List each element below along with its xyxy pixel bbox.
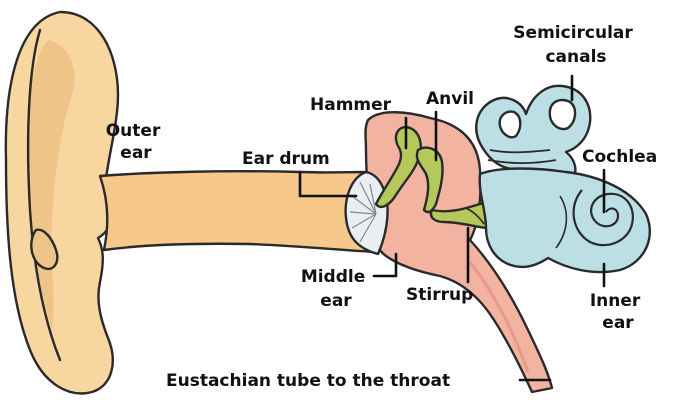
label-middle-ear: Middle ear [301,267,371,311]
label-inner-ear: Inner ear [590,291,646,333]
label-stirrup: Stirrup [406,285,473,305]
label-semicircular-canals: Semicircular canals [513,23,638,67]
inner-ear-shape [476,86,650,272]
label-outer-ear: Outer ear [106,121,167,163]
label-hammer: Hammer [310,95,392,115]
label-ear-drum: Ear drum [242,149,330,169]
vestibule-shape [480,169,650,273]
label-eustachian-tube: Eustachian tube to the throat [166,371,450,391]
outer-ear-shape [6,12,118,393]
label-cochlea: Cochlea [582,147,657,167]
ear-canal-shape [100,171,376,252]
label-anvil: Anvil [426,89,474,109]
